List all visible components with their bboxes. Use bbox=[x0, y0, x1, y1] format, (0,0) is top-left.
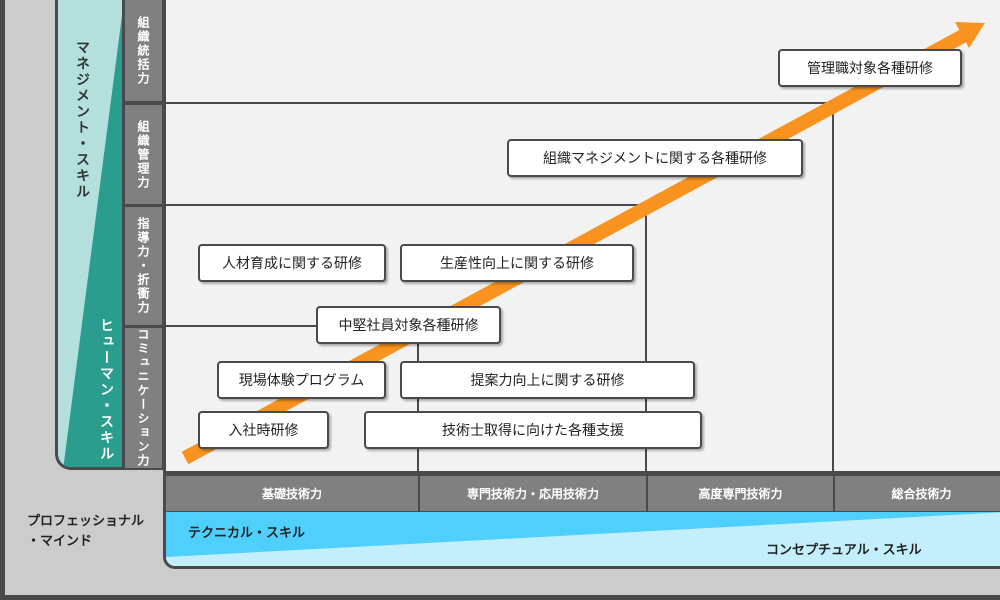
column-label: 高度専門技術力 bbox=[648, 476, 833, 511]
program-box: 現場体験プログラム bbox=[217, 361, 386, 399]
human-skill-label: ヒューマン・スキル bbox=[98, 318, 114, 462]
column-labels: 基礎技術力 専門技術力・応用技術力 高度専門技術力 総合技術力 bbox=[163, 474, 1000, 514]
management-skill-label: マネジメント・スキル bbox=[74, 40, 90, 200]
row-labels: 組織統括力 組織管理力 指導力・折衝力 コミュニケーション力 bbox=[123, 0, 163, 470]
grid-line bbox=[832, 102, 834, 474]
column-label: 総合技術力 bbox=[835, 476, 1000, 511]
row-label: 組織管理力 bbox=[125, 105, 162, 204]
program-box: 中堅社員対象各種研修 bbox=[316, 306, 501, 344]
program-box: 組織マネジメントに関する各種研修 bbox=[507, 139, 803, 177]
grid-line bbox=[165, 204, 647, 206]
skill-band: テクニカル・スキル コンセプチュアル・スキル bbox=[163, 512, 1000, 569]
human-skill-wedge bbox=[63, 15, 122, 467]
skill-axis-panel: マネジメント・スキル ヒューマン・スキル bbox=[55, 0, 125, 470]
column-label: 基礎技術力 bbox=[166, 476, 418, 511]
professional-mind-label: プロフェッショナル ・マインド bbox=[27, 514, 145, 549]
program-box: 人材育成に関する研修 bbox=[198, 244, 386, 282]
row-label: 組織統括力 bbox=[125, 0, 162, 101]
grid-line bbox=[645, 204, 647, 474]
growth-arrow-head bbox=[955, 22, 985, 48]
technical-skill-wedge bbox=[166, 512, 1000, 557]
conceptual-skill-label: コンセプチュアル・スキル bbox=[766, 543, 922, 558]
column-label: 専門技術力・応用技術力 bbox=[420, 476, 646, 511]
program-box: 技術士取得に向けた各種支援 bbox=[364, 411, 702, 449]
row-label: コミュニケーション力 bbox=[125, 328, 162, 468]
grid-line bbox=[417, 340, 419, 474]
program-box: 生産性向上に関する研修 bbox=[400, 244, 634, 282]
program-box: 入社時研修 bbox=[198, 411, 329, 449]
row-label: 指導力・折衝力 bbox=[125, 207, 162, 325]
grid-line bbox=[165, 102, 835, 104]
technical-skill-label: テクニカル・スキル bbox=[188, 526, 306, 541]
program-box: 提案力向上に関する研修 bbox=[400, 361, 695, 399]
grid-line bbox=[165, 325, 317, 327]
program-box: 管理職対象各種研修 bbox=[778, 49, 962, 87]
